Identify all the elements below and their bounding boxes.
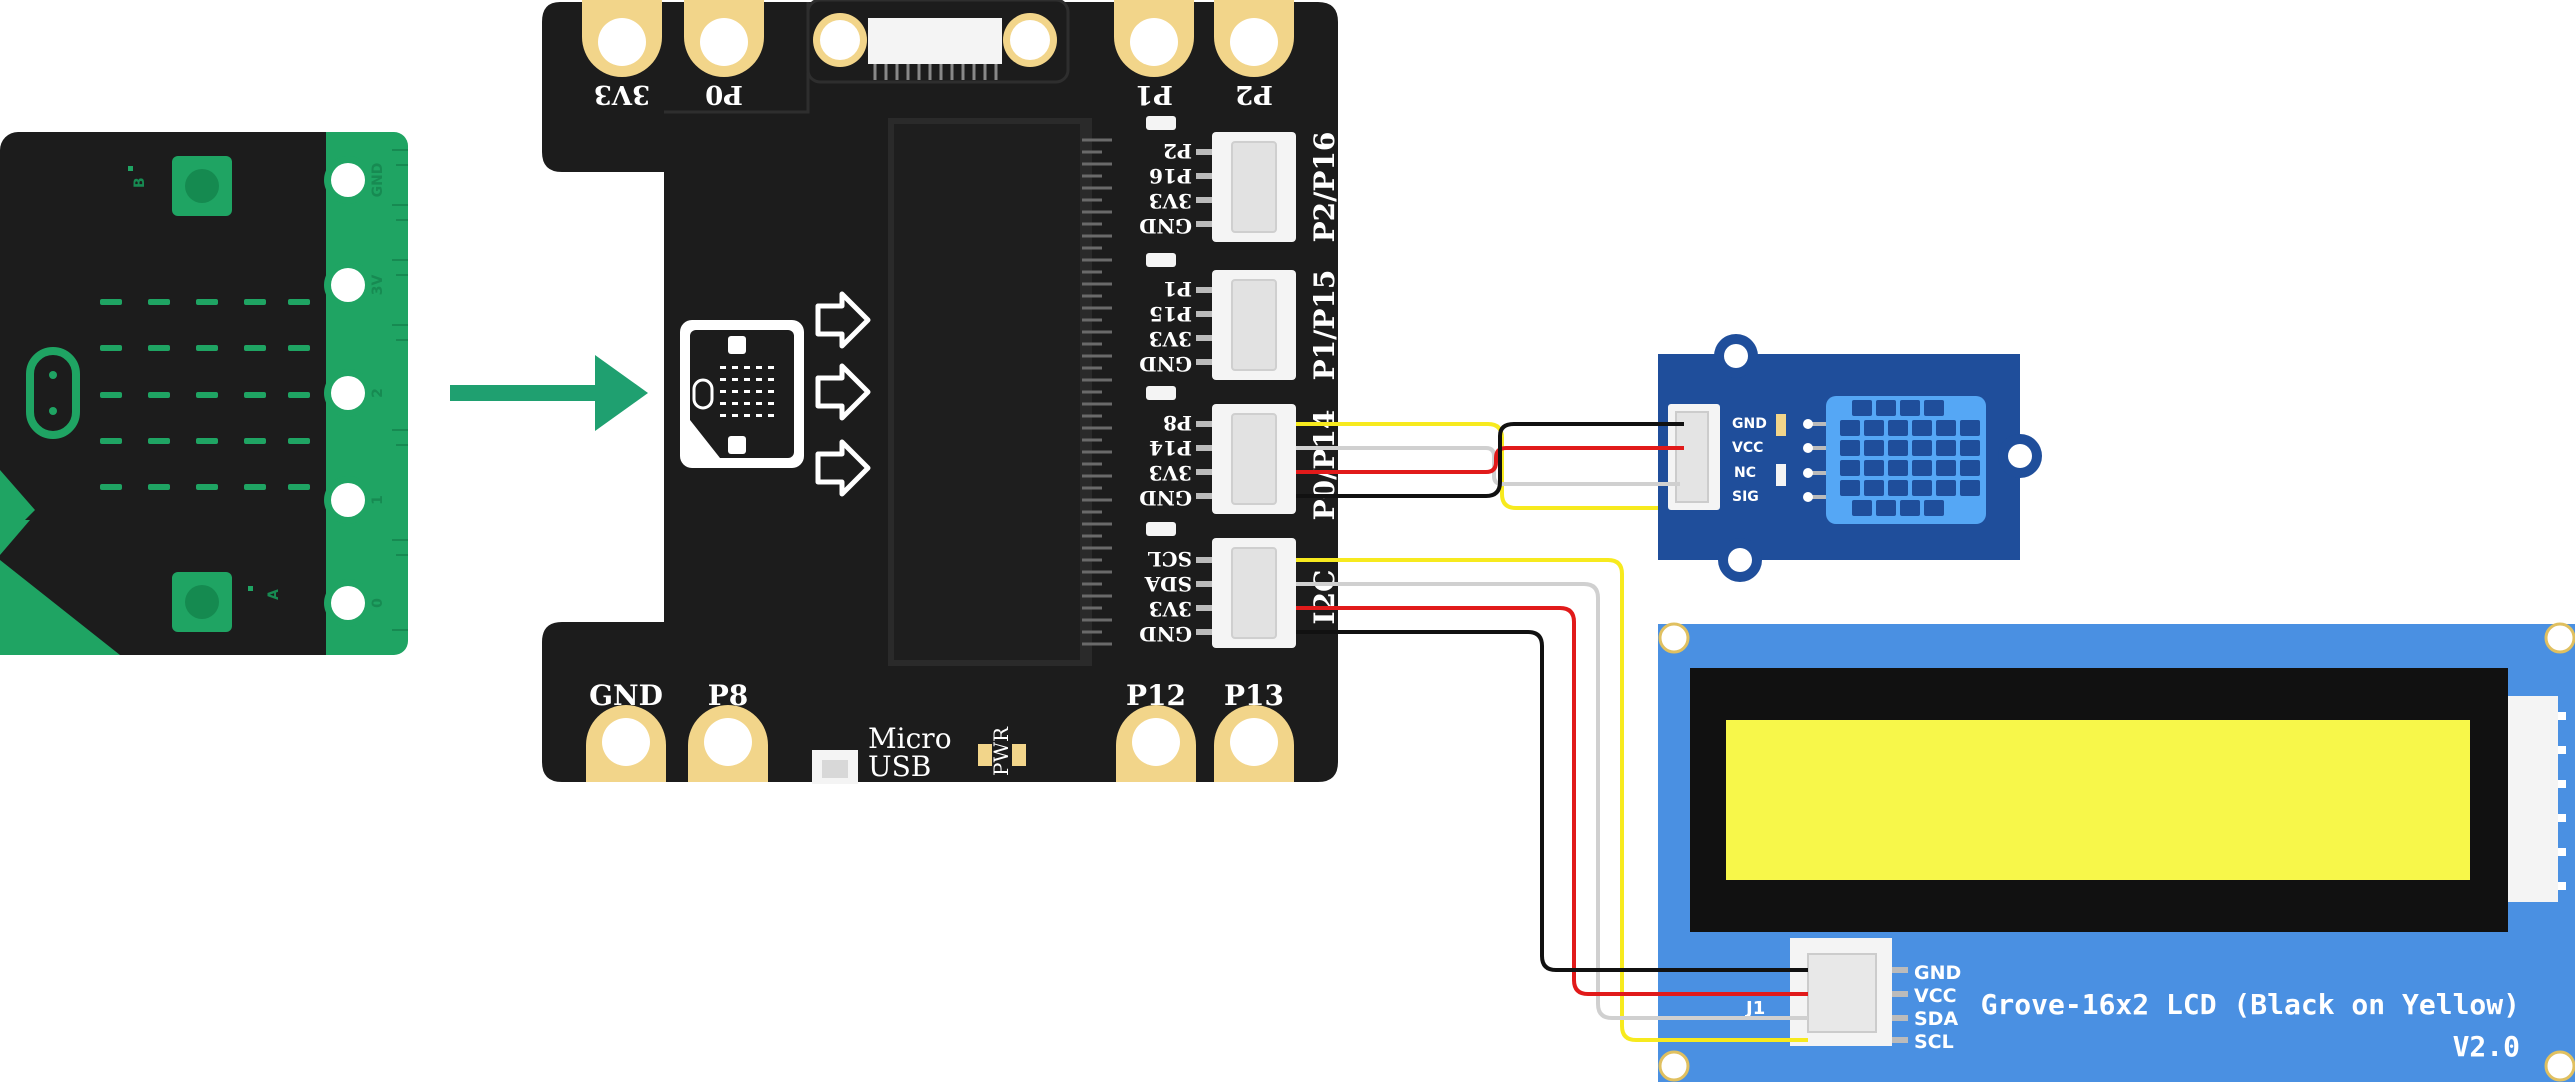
bottom-pad-p8: P8 — [688, 679, 768, 782]
dht-sensor-module: GND VCC NC SIG — [1658, 334, 2042, 582]
lcd-pin-gnd: GND — [1914, 962, 1961, 984]
lcd-pin-scl: SCL — [1914, 1031, 1954, 1053]
port-p2p16-pin1: P2 — [1163, 139, 1192, 163]
microbit-silhouette-icon — [680, 320, 804, 468]
micro-usb-label-line2: USB — [868, 750, 931, 783]
port-i2c-pin4: GND — [1139, 622, 1192, 646]
top-pad-p0-label: P0 — [705, 79, 743, 109]
microbit-label-2: 2 — [370, 388, 386, 398]
wire-red-i2c — [1296, 606, 1808, 996]
top-pad-3v3-label: 3V3 — [594, 79, 650, 109]
top-pad-p1-label: P1 — [1135, 79, 1173, 109]
top-pad-3v3: 3V3 — [582, 0, 662, 109]
port-i2c-pin2: SDA — [1144, 572, 1192, 596]
micro-usb-label-line1: Micro — [868, 722, 952, 755]
dht-pin-gnd: GND — [1732, 416, 1767, 432]
bottom-pad-p13: P13 — [1214, 679, 1294, 782]
port-i2c-label: I2C — [1308, 570, 1341, 625]
microbit-led-matrix — [100, 299, 310, 490]
top-pad-p1: P1 — [1114, 0, 1194, 109]
port-p0p14-pin3: 3V3 — [1149, 461, 1192, 485]
wire-black-i2c — [1296, 630, 1808, 972]
port-p0p14-pin2: P14 — [1149, 436, 1192, 460]
port-p1p15-pin2: P15 — [1149, 302, 1192, 326]
port-p0p14-pin1: P8 — [1163, 411, 1192, 435]
port-p1p15-pin4: GND — [1139, 352, 1192, 376]
lcd-module: J1 GND VCC SDA SCL Grove-16x2 LCD (Black… — [1658, 622, 2575, 1082]
port-i2c-pin3: 3V3 — [1149, 597, 1192, 621]
microbit-label-gnd: GND — [370, 163, 386, 198]
port-i2c-pin1: SCL — [1148, 547, 1192, 571]
port-p2p16-label: P2/P16 — [1308, 132, 1341, 243]
port-p0p14-label: P0/P14 — [1308, 410, 1341, 521]
micro-usb-port: Micro USB — [812, 722, 952, 784]
microbit-board: GND 3V 2 1 0 B A — [0, 132, 408, 655]
port-p1p15-pin1: P1 — [1163, 277, 1192, 301]
microbit-label-3v: 3V — [370, 275, 386, 296]
wire-white-i2c — [1296, 582, 1808, 1020]
wire-yellow-i2c — [1296, 558, 1808, 1042]
edge-connector-slot — [888, 118, 1112, 666]
microbit-label-1: 1 — [370, 495, 386, 505]
microbit-label-0: 0 — [370, 598, 386, 608]
breakout-board: 3V3 P0 P1 P2 — [542, 0, 1341, 784]
lcd-pin-sda: SDA — [1914, 1008, 1958, 1030]
lcd-wiring — [1296, 558, 1808, 1042]
lcd-pin-vcc: VCC — [1914, 985, 1957, 1007]
top-fpc-connector — [806, 0, 1070, 84]
wire-red-p0 — [1296, 446, 1684, 474]
microbit-edge-pads — [324, 156, 372, 627]
top-pad-p2: P2 — [1214, 0, 1294, 109]
bottom-pad-p12: P12 — [1116, 679, 1196, 782]
lcd-screen — [1726, 720, 2470, 880]
port-p2p16-pin4: GND — [1139, 214, 1192, 238]
port-p1p15-pin3: 3V3 — [1149, 327, 1192, 351]
port-p0p14-pin4: GND — [1139, 486, 1192, 510]
pwr-label: PWR — [989, 726, 1013, 776]
port-p1p15-label: P1/P15 — [1308, 270, 1341, 381]
dht-sensor-grid — [1826, 396, 1986, 524]
wire-white-p0 — [1296, 446, 1680, 486]
dht-pin-vcc: VCC — [1732, 440, 1763, 456]
bottom-pad-gnd: GND — [586, 679, 666, 782]
top-pad-p0: P0 — [684, 0, 764, 109]
lcd-title: Grove-16x2 LCD (Black on Yellow) — [1981, 988, 2520, 1021]
microbit-logo-icon — [26, 347, 80, 439]
grove-port-p2-p16: P2 P16 3V3 GND P2/P16 — [1139, 116, 1341, 242]
top-pad-p2-label: P2 — [1235, 79, 1273, 109]
dht-pin-nc: NC — [1734, 465, 1756, 481]
lcd-version: V2.0 — [2453, 1030, 2520, 1063]
port-p2p16-pin2: P16 — [1149, 164, 1192, 188]
dht-pin-sig: SIG — [1732, 489, 1759, 505]
microbit-button-b: B — [132, 156, 232, 216]
button-a-label: A — [266, 589, 282, 600]
dht-wiring — [1296, 422, 1684, 510]
insert-arrow-icon — [450, 355, 648, 431]
grove-port-i2c: SCL SDA 3V3 GND I2C — [1139, 522, 1341, 648]
microbit-button-a: A — [172, 572, 282, 632]
power-led: PWR — [978, 726, 1026, 776]
grove-port-p1-p15: P1 P15 3V3 GND P1/P15 — [1139, 253, 1341, 380]
port-p2p16-pin3: 3V3 — [1149, 189, 1192, 213]
grove-port-p0-p14: P8 P14 3V3 GND P0/P14 — [1139, 386, 1341, 520]
button-b-label: B — [132, 177, 148, 188]
insert-direction-arrows-icon — [815, 291, 871, 497]
lcd-j1-label: J1 — [1744, 998, 1765, 1019]
wire-black-p0 — [1296, 422, 1684, 498]
